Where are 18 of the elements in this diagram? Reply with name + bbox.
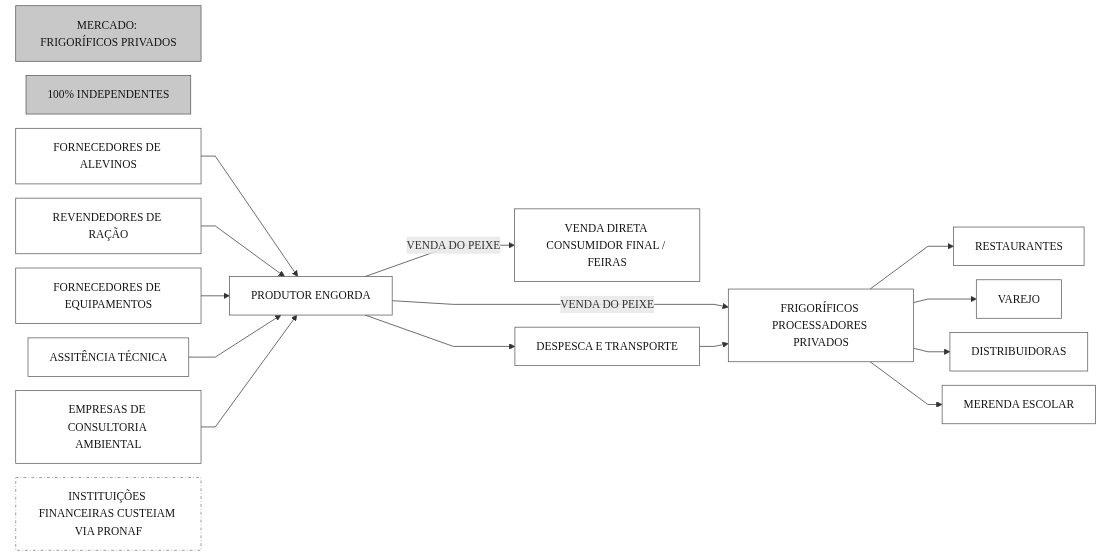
node-box: RESTAURANTES [953,226,1085,266]
node-box: PRODUTOR ENGORDA [229,276,393,316]
node-box: MERENDA ESCOLAR [941,384,1096,425]
node-box: VAREJO [975,279,1062,319]
edge-label: VENDA DO PEIXE [560,297,654,311]
node-box: FORNECEDORES DE ALEVINOS [15,127,202,185]
edge-label: VENDA DO PEIXE [406,238,501,251]
node-box: DESPESCA E TRANSPORTE [514,326,700,367]
node-box: REVENDEDORES DE RAÇÃO [15,197,202,255]
node-box: ASSITÊNCIA TÉCNICA [27,337,189,377]
node-box: 100% INDEPENDENTES [25,75,191,115]
node-box: VENDA DIRETA CONSUMIDOR FINAL / FEIRAS [514,208,701,282]
node-box: FRIGORÍFICOS PROCESSADORES PRIVADOS [727,288,914,363]
node-box: EMPRESAS DE CONSULTORIA AMBIENTAL [15,390,202,464]
node-box: INSTITUIÇÕES FINANCEIRAS CUSTEIAM VIA PRONAF [15,477,202,551]
node-box: FORNECEDORES DE EQUIPAMENTOS [15,267,202,324]
node-box: DISTRIBUIDORAS [949,332,1088,372]
node-box: MERCADO: FRIGORÍFICOS PRIVADOS [15,5,202,62]
